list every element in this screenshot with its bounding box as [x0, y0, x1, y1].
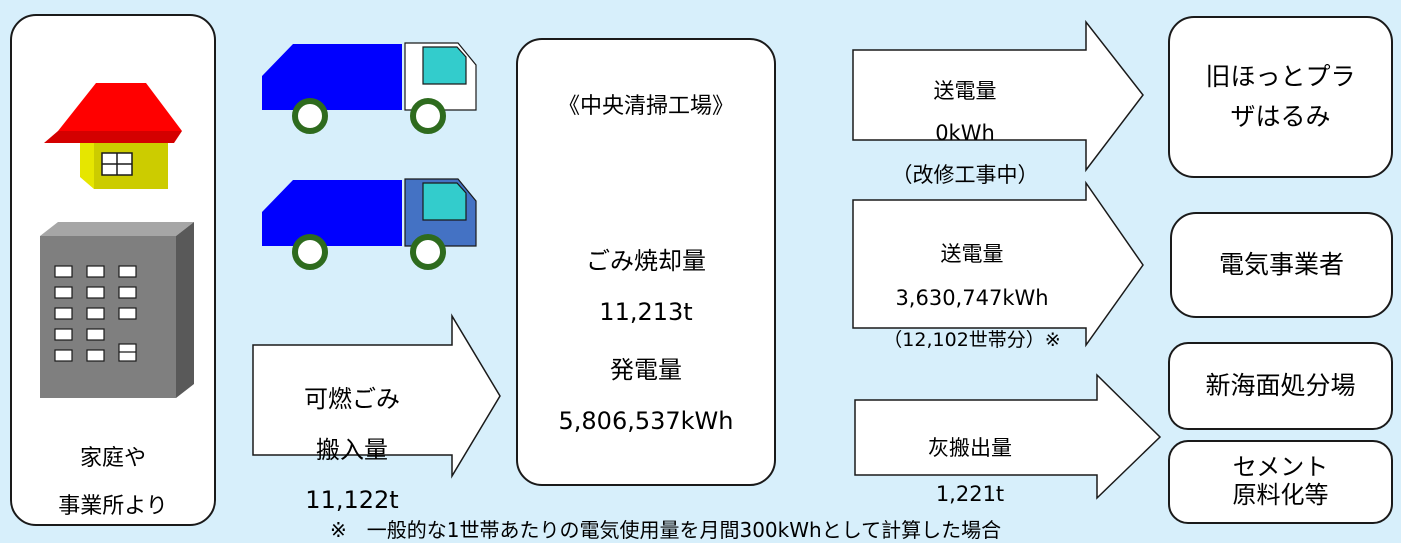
cement-line2: 原料化等 — [1232, 481, 1329, 509]
output-arrow-2-label: 送電量 3,630,747kWh （12,102世帯分）※ — [856, 221, 1088, 373]
generation-label: 発電量 — [610, 356, 682, 385]
diagram-graphics — [252, 19, 1162, 500]
output-1-line1: 送電量 — [933, 79, 997, 103]
incineration-value: 11,213t — [599, 297, 693, 326]
destination-utility: 電気事業者 — [1170, 212, 1393, 318]
output-3-line1: 灰搬出量 — [928, 436, 1012, 461]
intake-arrow-label: 可燃ごみ 搬入量 11,122t — [262, 362, 442, 538]
destination-utility-label: 電気事業者 — [1218, 249, 1344, 279]
footnote: ※ 一般的な1世帯あたりの電気使用量を月間300kWhとして計算した場合 — [330, 518, 1002, 542]
factory-title: 《中央清掃工場》 — [557, 94, 734, 119]
generation-block: 発電量 5,806,537kWh — [518, 333, 774, 459]
source-label-line1: 家庭や — [79, 446, 146, 471]
source-box: 家庭や 事業所より — [10, 14, 216, 526]
intake-line1: 可燃ごみ — [304, 385, 400, 414]
house-icon — [44, 83, 182, 189]
incineration-block: ごみ焼却量 11,213t — [518, 224, 774, 350]
destination-cement: セメント 原料化等 — [1168, 440, 1393, 524]
output-2-line3: （12,102世帯分）※ — [883, 329, 1061, 352]
destination-landfill-label: 新海面処分場 — [1205, 370, 1356, 400]
intake-line2: 搬入量 — [316, 435, 388, 464]
output-1-line2: 0kWh — [935, 121, 995, 145]
output-arrow-2 — [852, 180, 1144, 348]
incineration-label: ごみ焼却量 — [586, 247, 706, 276]
factory-box — [516, 38, 776, 486]
generation-value: 5,806,537kWh — [558, 406, 734, 435]
intake-arrow — [252, 313, 501, 479]
destination-hotplaza-label: 旧ほっとプラザはるみ — [1205, 62, 1356, 131]
output-arrow-3 — [854, 373, 1162, 500]
destination-hotplaza: 旧ほっとプラザはるみ — [1168, 16, 1393, 178]
output-arrow-3-label: 灰搬出量 1,221t — [870, 414, 1070, 529]
output-3-line2: 1,221t — [935, 482, 1005, 507]
intake-line3: 11,122t — [305, 485, 399, 514]
output-1-line3: （改修工事中） — [891, 163, 1039, 187]
destination-landfill: 新海面処分場 — [1168, 342, 1393, 430]
source-label-line2: 事業所より — [58, 494, 168, 519]
output-2-line1: 送電量 — [940, 242, 1004, 267]
output-arrow-1-label: 送電量 0kWh （改修工事中） — [860, 60, 1070, 207]
cement-line1: セメント — [1232, 453, 1329, 482]
truck-icon — [262, 178, 477, 270]
output-2-line2: 3,630,747kWh — [895, 286, 1049, 311]
output-arrow-1 — [852, 19, 1144, 173]
office-building-icon — [40, 222, 194, 398]
truck-icon — [262, 42, 477, 134]
